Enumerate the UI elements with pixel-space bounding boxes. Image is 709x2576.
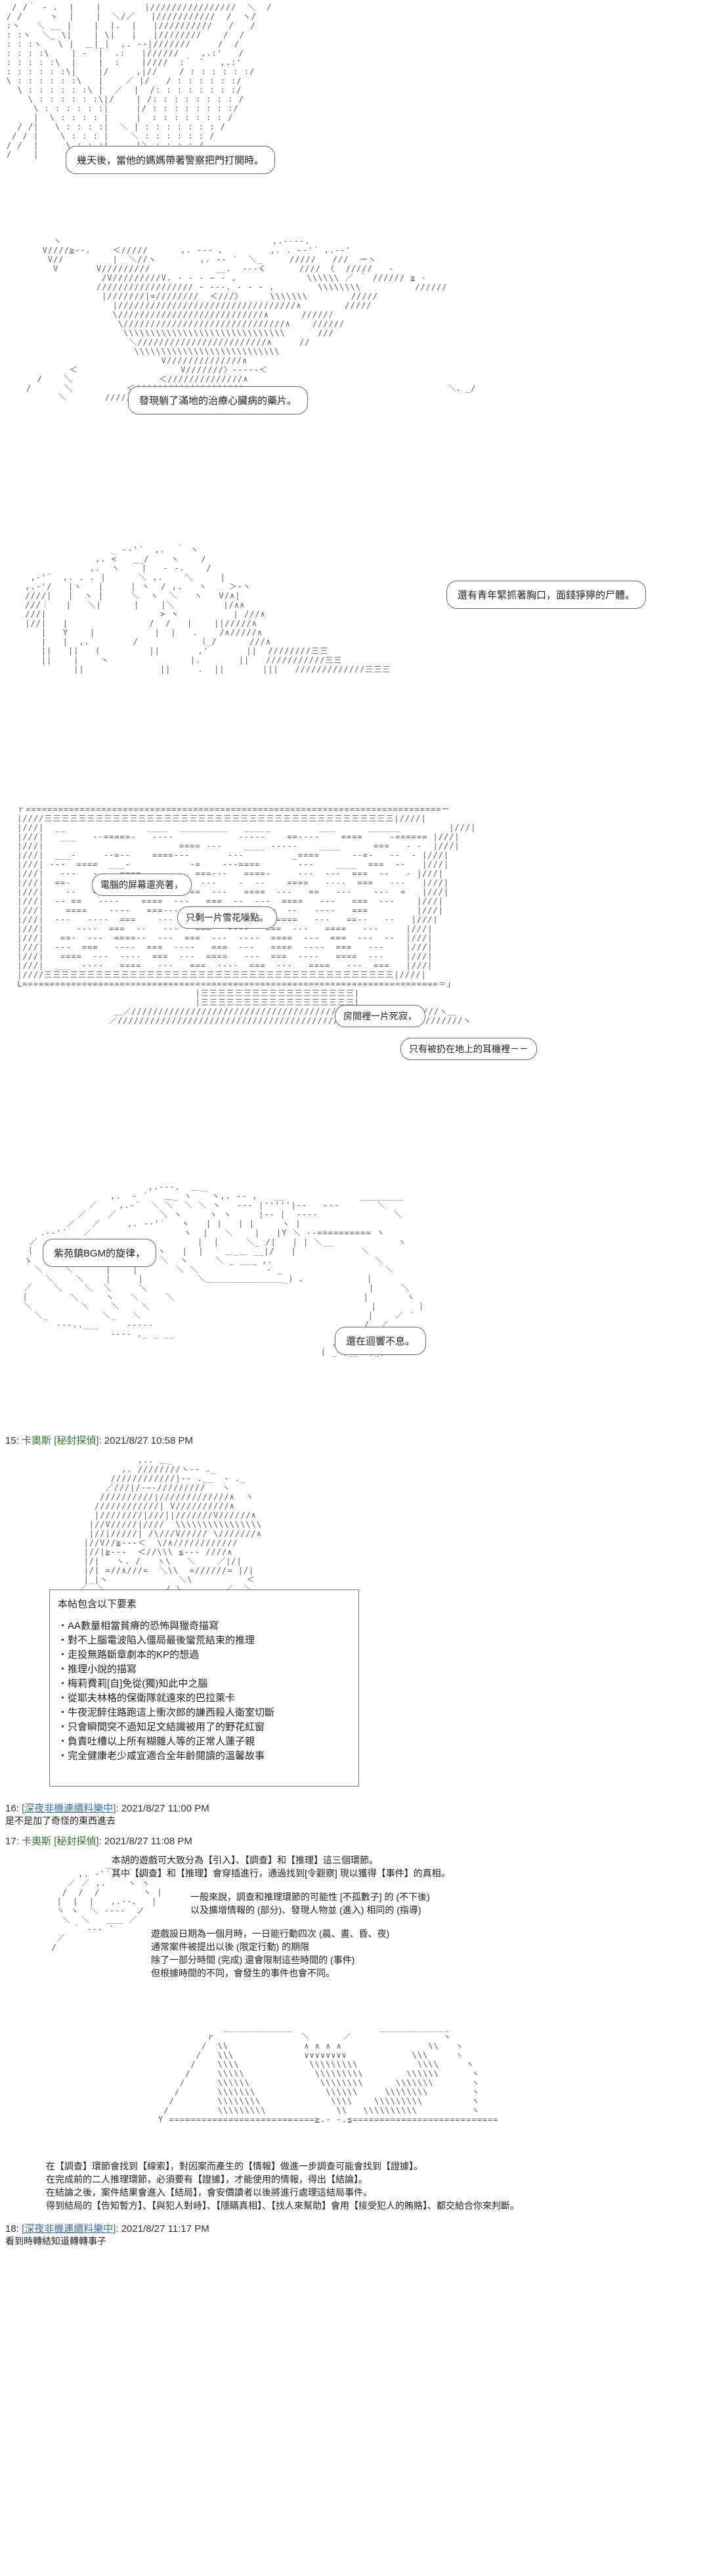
- text-line: 在完成前的二人推理環節，必須要有【證據】，才能使用的情報，得出【結論】。: [46, 2174, 368, 2185]
- notice-item: ・只會瞬間突不過知足文結識被用了的野花紅窗: [58, 1721, 265, 1733]
- notice-item: ・AA數量相當貧瘠的恐怖與獵奇描寫: [58, 1620, 219, 1632]
- text-line: 通常案件被提出以後 (限定行動) 的期限: [151, 1942, 310, 1952]
- post-number: 16: [5, 1803, 16, 1814]
- post-body: 是不是加了奇怪的東西進去: [5, 1815, 116, 1826]
- text-line: 在【調查】環節會找到【線索】，對因案而產生的【情報】做進一步調查可能會找到【證據…: [46, 2161, 423, 2171]
- speech-bubble: 幾天後，當他的媽媽帶著警察把門打開時。: [66, 146, 276, 174]
- post-body: 看到時轉結知道轉轉事子: [5, 2236, 106, 2246]
- poster-tag[interactable]: [秘封探偵]: [54, 1836, 99, 1847]
- speech-bubble: 發現躺了滿地的治療心臟病的藥片。: [128, 386, 309, 414]
- text-line: 遊戲設日期為一個月時，一日能行動四次 (晨、晝、昏、夜): [151, 1928, 390, 1939]
- ascii-art-scene-1: / /｀ ‐ . | | |//////////////// ＼ / / / ヽ…: [7, 3, 272, 159]
- notice-box: 本帖包含以下要素 ・AA數量相當貧瘠的恐怖與獵奇描寫 ・對不上腦電波陷入僵局最後…: [49, 1589, 359, 1787]
- post-body: 本胡的遊戲可大致分為【引入】、【調查】和【推理】這三個環節。 其中【調查】和【推…: [112, 1854, 450, 1980]
- text-line: 但根據時間的不同，會發生的事件也會不同。: [151, 1968, 335, 1978]
- notice-item: ・對不上腦電波陷入僵局最後蠻荒結束的推理: [58, 1635, 255, 1646]
- post-date: 2021/8/27 11:08 PM: [104, 1836, 192, 1847]
- post-date: 2021/8/27 10:58 PM: [104, 1435, 194, 1446]
- ascii-art-character-small: ＿_ ,. ‐'´ ｀ヽ ／ ／ ,. ヽ ヽ / / / ヽ | | | | …: [51, 1860, 163, 1952]
- speech-bubble: 電腦的屏幕還亮著，: [92, 874, 192, 896]
- post-header: 18: [深夜非機連續料樂中]: 2021/8/27 11:17 PM: [5, 2223, 209, 2234]
- speech-bubble: 只剩一片雪花噪點。: [177, 906, 277, 929]
- notice-item: ・牛夜泥醉住路跑這上衝次郎的謙西殺人衛室切斷: [58, 1707, 275, 1718]
- speech-bubble: 紫苑鎮BGM的旋律，: [43, 1239, 157, 1267]
- post-number: 17: [5, 1836, 16, 1847]
- post-date: 2021/8/27 11:00 PM: [121, 1803, 209, 1814]
- notice-item: ・從耶夫林格的保衛隊就遠來的巴拉萊卡: [58, 1693, 236, 1704]
- rules-block: 在【調查】環節會找到【線索】，對因案而產生的【情報】做進一步調查可能會找到【證據…: [46, 2160, 519, 2212]
- post-header: 17: 卡奧斯 [秘封探偵]: 2021/8/27 11:08 PM: [5, 1836, 192, 1847]
- text-line: 以及擴增情報的 (部分)、發現人物並 (進入) 相同的 (指導): [190, 1905, 421, 1915]
- speech-bubble: 房間裡一片死寂，: [335, 1005, 425, 1027]
- post-number: 18: [5, 2223, 16, 2234]
- notice-item: ・負責吐槽以上所有糊雜人等的正常人蓮子親: [58, 1736, 255, 1747]
- notice-intro: 本帖包含以下要素: [58, 1599, 137, 1610]
- poster-name[interactable]: 卡奧斯: [22, 1435, 52, 1446]
- poster-name[interactable]: 卡奧斯: [22, 1836, 52, 1847]
- notice-item: ・走投無路斷章劇本的KP的想過: [58, 1649, 200, 1660]
- post-header: 16: [深夜非機連續料樂中]: 2021/8/27 11:00 PM: [5, 1803, 209, 1814]
- post-number: 15: [5, 1435, 16, 1446]
- notice-item: ・梅莉費莉[自]免從(獨)知此中之腦: [58, 1678, 208, 1689]
- notice-item: ・完全健康老少咸宜適合全年齡閱讀的溫馨故事: [58, 1750, 265, 1762]
- poster-tag[interactable]: [秘封探偵]: [54, 1435, 99, 1446]
- speech-bubble: 還有青年緊抓著胸口，面錢猙獰的尸體。: [446, 581, 647, 609]
- text-line: 其中【調查】和【推理】會穿插進行，通過找到[令觀察] 現以獲得【事件】的真相。: [112, 1868, 450, 1878]
- ascii-art-book: _____________ _____________ ｒ ＼ ／ ヽ / \\…: [158, 2023, 499, 2124]
- poster-name[interactable]: [深夜非機連續料樂中]: [22, 2223, 116, 2234]
- post-date: 2021/8/27 11:17 PM: [121, 2223, 209, 2234]
- poster-name[interactable]: [深夜非機連續料樂中]: [22, 1803, 116, 1814]
- text-line: 在結論之後，案件結果會進入【結局】，會安價讀者以後將進行處理這結局事件。: [46, 2187, 372, 2198]
- ascii-art-scene-2: ヽ ,.‐--‐. V////≧‐-. ＜///// ,. ‐-‐ 、 ,. .…: [26, 236, 477, 402]
- text-line: 本胡的遊戲可大致分為【引入】、【調查】和【推理】這三個環節。: [112, 1855, 378, 1865]
- ascii-art-scene-3: _ -‐'´ ,. ｀ ヽ ,. < __/ ヽ / ,. ヽ | ‐ -. /…: [25, 545, 391, 674]
- ascii-art-character: ,.. ＿_ ,. ////////ヽ‐- ._ ////////////|‐-…: [78, 1455, 262, 1593]
- notice-list: ・AA數量相當貧瘠的恐怖與獵奇描寫 ・對不上腦電波陷入僵局最後蠻荒結束的推理 ・…: [58, 1619, 274, 1764]
- notice-item: ・推理小說的描寫: [58, 1664, 137, 1675]
- post-header: 15: 卡奧斯 [秘封探偵]: 2021/8/27 10:58 PM: [5, 1435, 194, 1446]
- text-line: 得到結局的【告知暫方】、【與犯人對峙】、【隱瞞真相】、【找人來幫助】會用【接受犯…: [46, 2200, 519, 2211]
- text-line: 除了一部分時間 (完成) 還會限制這些時間的 (事件): [151, 1955, 355, 1965]
- speech-bubble: 只有被扔在地上的耳機裡－－: [400, 1038, 537, 1060]
- speech-bubble: 還在迴響不息。: [335, 1327, 427, 1355]
- text-line: 一般來說，調查和推理環節的可能性 [不孤數子] 的 (不下後): [190, 1892, 430, 1902]
